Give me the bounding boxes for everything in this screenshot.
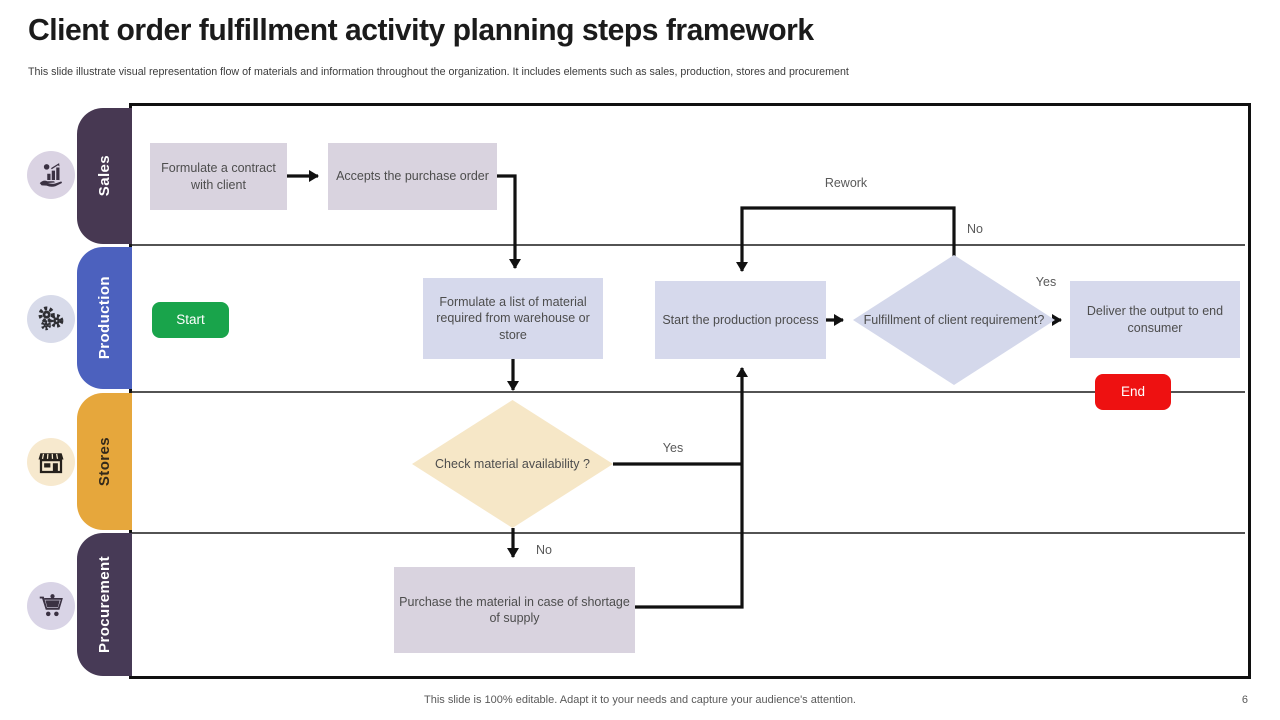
lane-tab-stores: Stores <box>77 393 132 530</box>
lane-label-production: Production <box>96 276 113 360</box>
hand-growth-icon <box>27 151 75 199</box>
edge-label-yes-available: Yes <box>662 441 684 455</box>
flow-step-deliver-output: Deliver the output to end consumer <box>1070 281 1240 358</box>
footer-note: This slide is 100% editable. Adapt it to… <box>424 694 856 706</box>
storefront-icon <box>27 438 75 486</box>
lane-tab-procurement: Procurement <box>77 533 132 676</box>
lane-label-procurement: Procurement <box>96 556 113 653</box>
flowchart-frame <box>129 103 1251 679</box>
end-terminator: End <box>1095 374 1171 410</box>
lane-tab-production: Production <box>77 247 132 389</box>
cart-icon <box>27 582 75 630</box>
edge-label-rework: Rework <box>824 176 868 190</box>
flow-step-start-production: Start the production process <box>655 281 826 359</box>
edge-label-no-available: No <box>536 543 552 557</box>
flow-step-formulate-contract: Formulate a contract with client <box>150 143 287 210</box>
edge-label-yes-deliver: Yes <box>1035 275 1057 289</box>
lane-tab-sales: Sales <box>77 108 132 244</box>
edge-label-no-rework: No <box>967 222 983 236</box>
page-number: 6 <box>1241 694 1248 706</box>
lane-label-sales: Sales <box>96 155 113 197</box>
flow-step-purchase-material: Purchase the material in case of shortag… <box>394 567 635 653</box>
page-subtitle: This slide illustrate visual representat… <box>28 66 849 78</box>
flow-step-formulate-material-list: Formulate a list of material required fr… <box>423 278 603 359</box>
page-title: Client order fulfillment activity planni… <box>28 12 814 47</box>
gears-icon <box>27 295 75 343</box>
start-terminator: Start <box>152 302 229 338</box>
flow-step-accepts-purchase-order: Accepts the purchase order <box>328 143 497 210</box>
lane-label-stores: Stores <box>96 436 113 487</box>
